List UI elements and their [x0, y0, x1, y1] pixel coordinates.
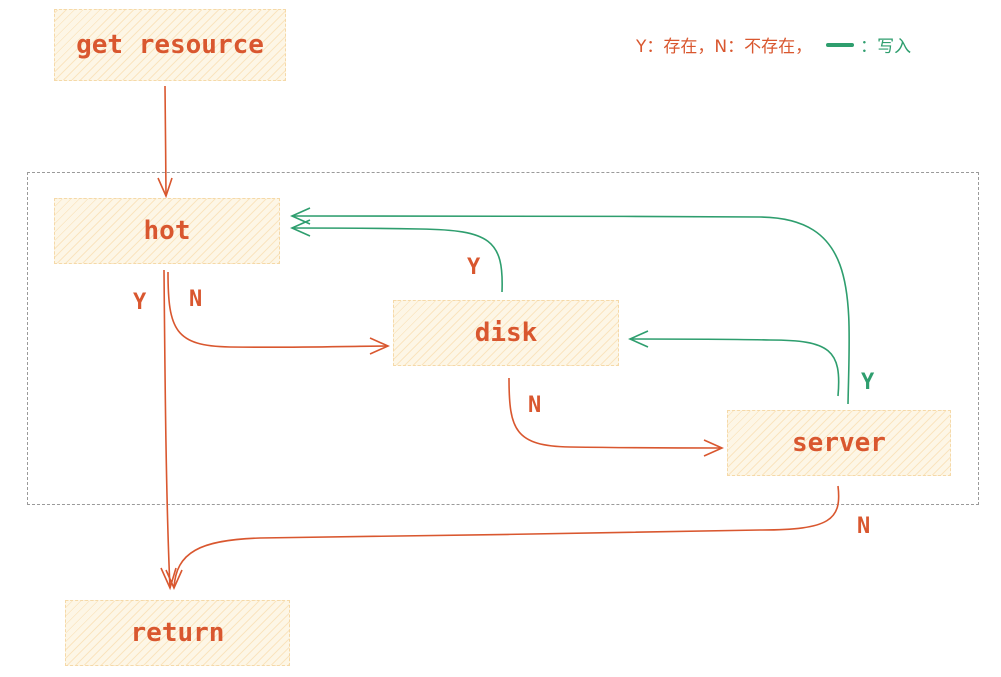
edge-server-to-return: [173, 485, 840, 589]
node-server: server: [727, 410, 951, 476]
label-server-yes: Y: [861, 370, 875, 395]
legend-yes: Y：存在，: [636, 37, 715, 57]
node-get-resource: get resource: [54, 9, 286, 81]
edge-disk-to-hot: [291, 227, 503, 293]
label-hot-yes: Y: [133, 290, 147, 315]
arrowhead-hot-write-a: [290, 219, 311, 237]
arrowhead-hot-write-b: [290, 207, 311, 225]
edge-disk-to-server: [508, 377, 723, 449]
arrowhead-return-b: [165, 569, 183, 590]
arrowhead-hot: [157, 177, 173, 199]
edge-get-to-hot: [164, 85, 167, 197]
label-server-no: N: [857, 514, 871, 539]
legend: Y：存在， N：不存在， ：写入: [636, 32, 911, 57]
edge-server-to-hot: [291, 215, 851, 405]
edge-hot-to-return: [163, 269, 171, 589]
node-return: return: [65, 600, 290, 666]
cache-group-boundary: [27, 172, 979, 505]
node-disk: disk: [393, 300, 619, 366]
arrowhead-disk-write: [628, 330, 649, 348]
edge-server-to-disk: [629, 338, 840, 397]
arrowhead-disk: [369, 337, 390, 355]
legend-write-swatch: [826, 42, 855, 47]
label-hot-no: N: [189, 287, 203, 312]
legend-write: ：写入: [860, 37, 912, 57]
label-disk-no: N: [528, 393, 542, 418]
arrowhead-return-a: [160, 567, 177, 591]
legend-no: N：不存在，: [714, 37, 813, 57]
edge-hot-to-disk: [167, 271, 389, 349]
label-disk-yes: Y: [467, 255, 481, 280]
arrowhead-server: [703, 439, 724, 457]
node-hot: hot: [54, 198, 280, 264]
